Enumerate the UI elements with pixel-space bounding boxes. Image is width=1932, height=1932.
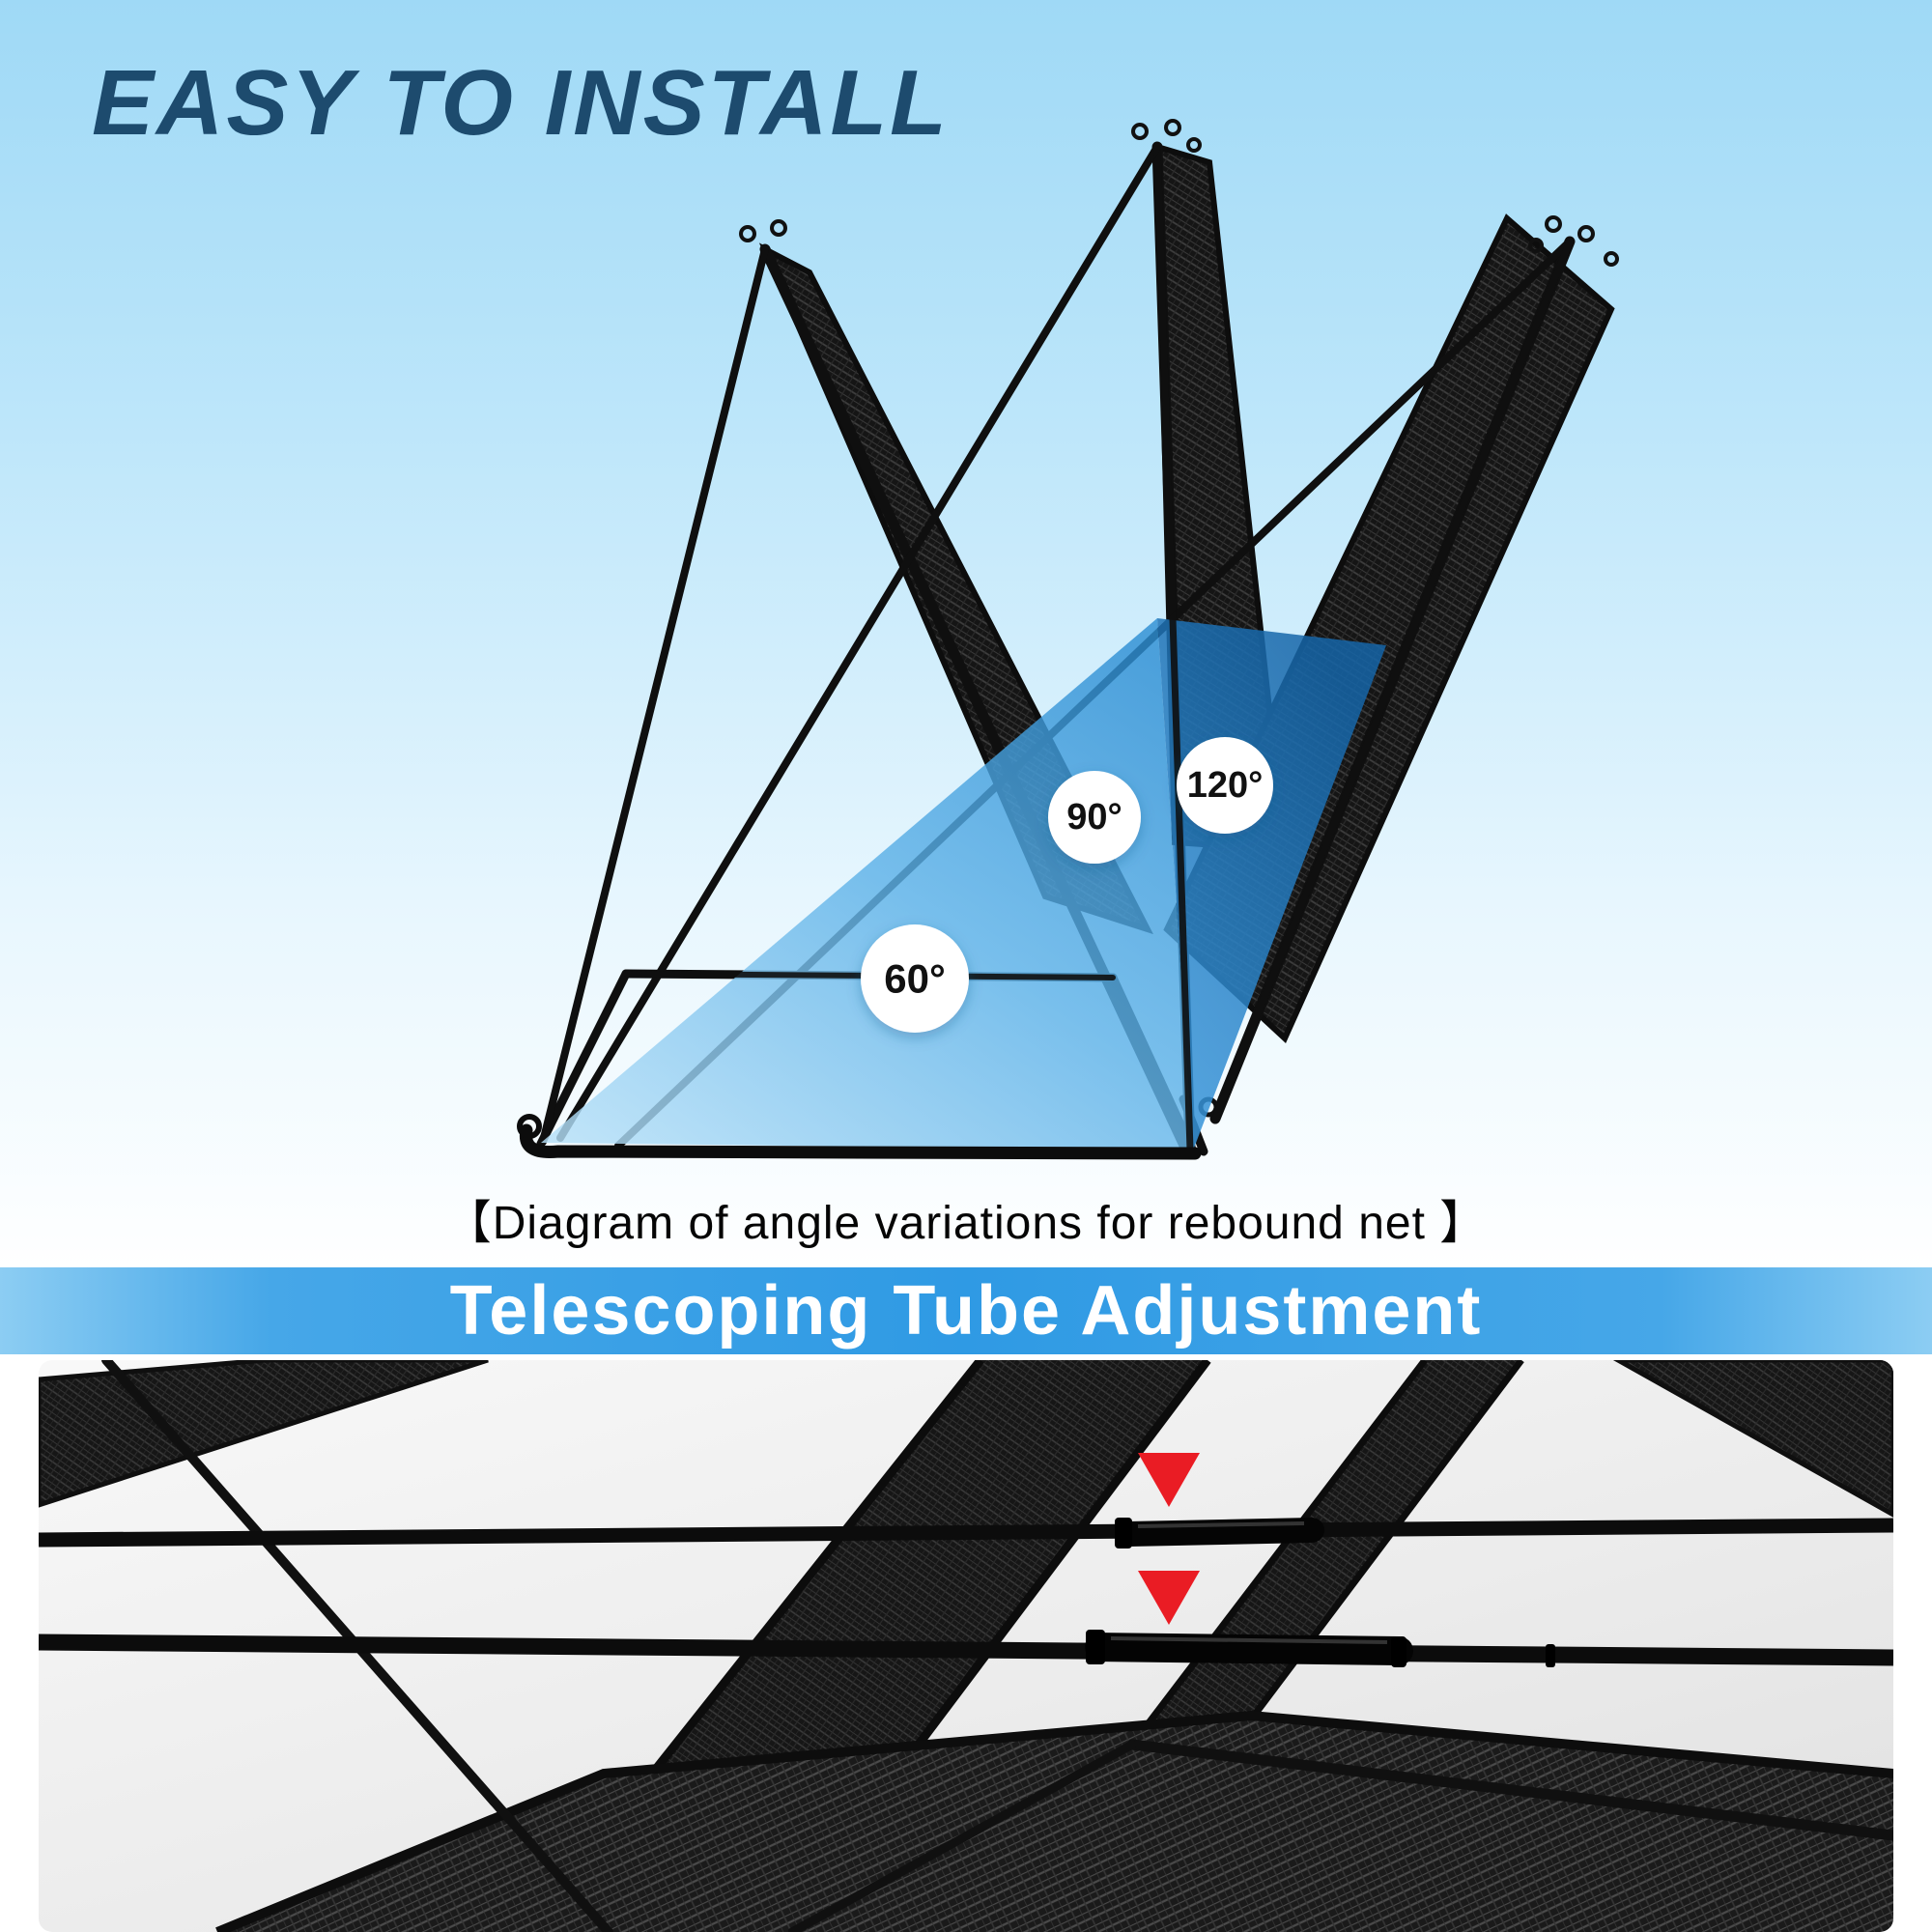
telescoping-joint-lower bbox=[1085, 1633, 1413, 1665]
telescoping-tube-photo bbox=[39, 1360, 1893, 1932]
rebound-net-angle-diagram: 60° 90° 120° bbox=[517, 119, 1619, 1160]
telescoping-joint-upper bbox=[1116, 1518, 1324, 1547]
headline: EASY TO INSTALL bbox=[92, 51, 950, 155]
angle-badge-90: 90° bbox=[1048, 771, 1141, 864]
mesh-band-right bbox=[1129, 1360, 1524, 1780]
angle-badge-label: 120° bbox=[1187, 765, 1264, 806]
hook-details bbox=[739, 119, 1619, 267]
red-down-arrow-icon-lower bbox=[1138, 1571, 1200, 1625]
base-front-bar bbox=[517, 1114, 1202, 1160]
telescoping-tube-closeup bbox=[39, 1360, 1893, 1932]
angle-badge-120: 120° bbox=[1177, 737, 1273, 834]
diagram-caption: 【Diagram of angle variations for rebound… bbox=[444, 1198, 1488, 1249]
section-banner: Telescoping Tube Adjustment bbox=[0, 1267, 1932, 1354]
horizontal-tube-lower bbox=[39, 1630, 1893, 1667]
angle-badge-label: 60° bbox=[884, 956, 946, 1002]
angle-badge-label: 90° bbox=[1066, 797, 1122, 838]
angle-badge-60: 60° bbox=[861, 924, 969, 1033]
mesh-band-top-left bbox=[39, 1360, 489, 1508]
section-banner-label: Telescoping Tube Adjustment bbox=[449, 1272, 1483, 1350]
mesh-bottom bbox=[215, 1710, 1893, 1932]
mesh-band-top-right bbox=[1612, 1360, 1893, 1518]
red-down-arrow-icon-upper bbox=[1138, 1453, 1200, 1507]
horizontal-tube-upper bbox=[39, 1518, 1893, 1548]
angle-wedge-large bbox=[541, 618, 1193, 1151]
